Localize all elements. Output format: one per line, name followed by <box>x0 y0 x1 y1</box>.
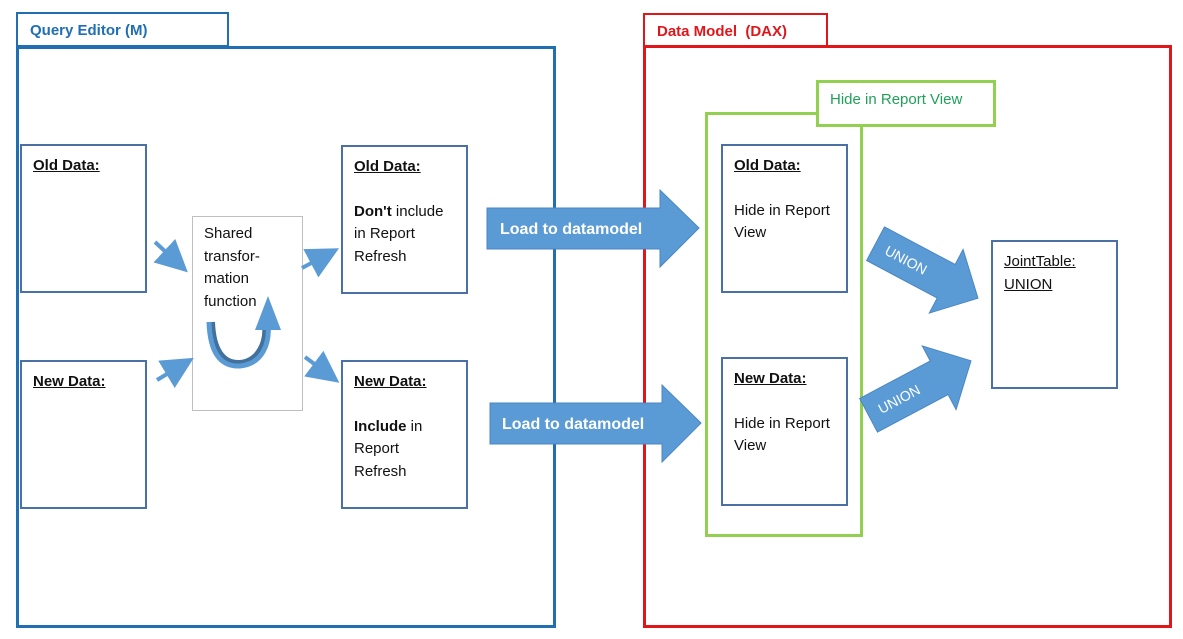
query-editor-title: Query Editor (M) <box>16 12 229 47</box>
shared-function-line-2: transfor- <box>204 247 260 265</box>
load-arrow-top: Load to datamodel <box>486 188 700 269</box>
data-model-title: Data Model (DAX) <box>643 13 828 47</box>
shared-function-line-3: mation <box>204 270 250 287</box>
new-data-source-heading: New Data: <box>33 373 106 390</box>
old-data-output-box: Old Data: Don't include in Report Refres… <box>341 145 468 294</box>
old-data-source-box: Old Data: <box>20 144 147 293</box>
union-arrow-top: UNION <box>865 226 979 314</box>
loop-arrow-icon <box>206 296 281 369</box>
dax-new-data-box: New Data: Hide in Report View <box>721 357 848 506</box>
new-data-output-text: Include in Report Refresh <box>354 417 423 480</box>
joint-table-line-2: UNION <box>1004 275 1053 293</box>
dax-new-data-heading: New Data: <box>734 370 807 387</box>
new-data-source-box: New Data: <box>20 360 147 509</box>
load-arrow-bottom: Load to datamodel <box>489 383 702 464</box>
old-data-output-heading: Old Data: <box>354 158 421 175</box>
hide-group-label: Hide in Report View <box>816 80 996 127</box>
hide-group-frame <box>705 112 863 537</box>
joint-table-line-1: JointTable: <box>1004 253 1076 270</box>
joint-table-box: JointTable: UNION <box>991 240 1118 389</box>
old-data-output-text: Don't include in Report Refresh <box>354 202 444 265</box>
load-arrow-top-label: Load to datamodel <box>500 221 642 238</box>
old-data-source-heading: Old Data: <box>33 157 100 174</box>
new-data-output-box: New Data: Include in Report Refresh <box>341 360 468 509</box>
data-model-panel <box>643 45 1172 628</box>
query-editor-panel <box>16 46 556 628</box>
dax-old-data-body: Hide in Report View <box>734 201 830 242</box>
arrow-function-to-old-output <box>301 248 340 278</box>
arrow-new-to-function <box>155 357 194 389</box>
load-arrow-bottom-label: Load to datamodel <box>502 416 644 433</box>
union-arrow-bottom: UNION <box>858 345 972 433</box>
new-data-output-heading: New Data: <box>354 373 427 390</box>
dax-new-data-body: Hide in Report View <box>734 414 830 455</box>
shared-function-line-4: function <box>204 292 257 310</box>
shared-function-line-1: Shared <box>204 225 253 242</box>
dax-old-data-box: Old Data: Hide in Report View <box>721 144 848 293</box>
dax-old-data-heading: Old Data: <box>734 157 801 174</box>
shared-function-box: Shared transfor- mation function <box>192 216 303 411</box>
arrow-old-to-function <box>153 238 188 273</box>
arrow-function-to-new-output <box>303 350 340 383</box>
